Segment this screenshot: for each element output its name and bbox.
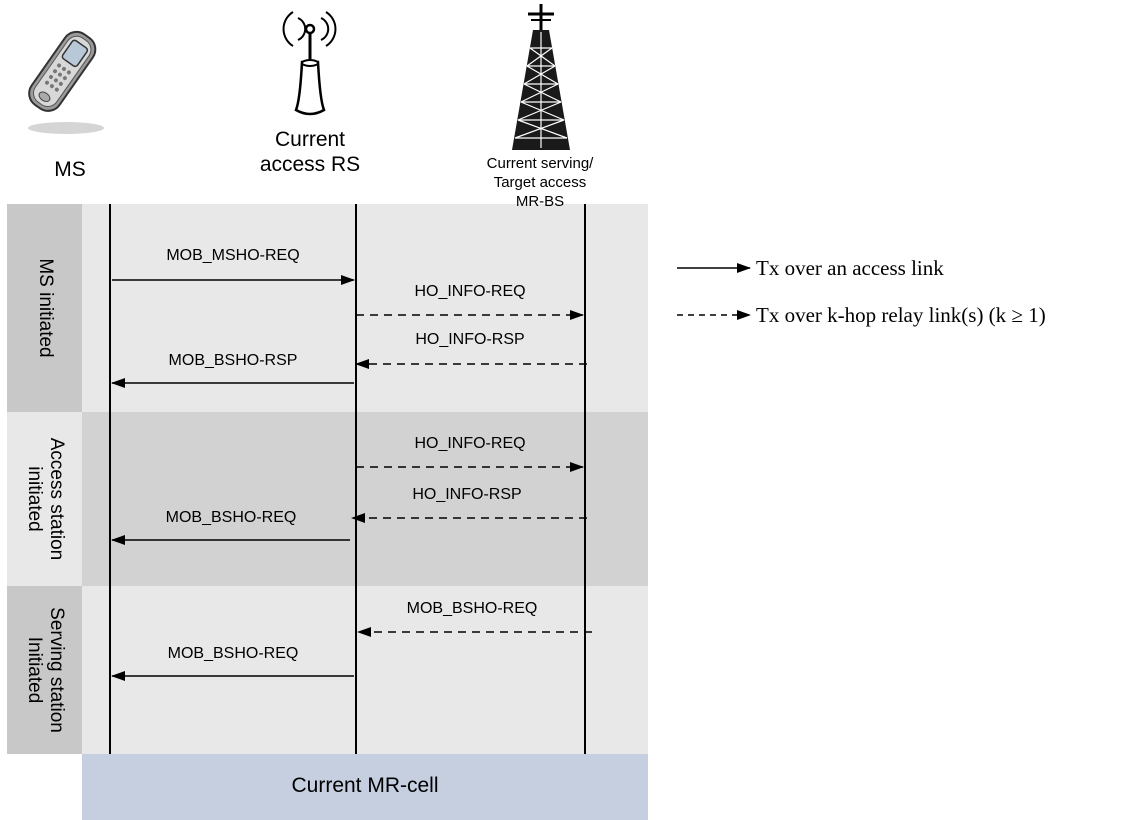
relay-antenna-icon xyxy=(282,11,337,116)
legend-solid-text: Tx over an access link xyxy=(756,256,944,280)
msg-label-mob-bsho-rsp: MOB_BSHO-RSP xyxy=(168,352,298,369)
phone-shadow xyxy=(28,122,104,134)
section-label-ms-initiated-text: MS initiated xyxy=(35,258,56,358)
mobile-phone-icon xyxy=(28,30,97,112)
bs-label-line1: Current serving/ xyxy=(486,155,594,172)
rs-label-line2: access RS xyxy=(259,152,361,176)
section-label-serving-initiated: Serving station Initiated xyxy=(21,586,67,754)
section-serving-initiated-label-bg xyxy=(7,586,82,754)
msg-label-mob-bsho-req-1: MOB_BSHO-REQ xyxy=(165,509,297,526)
bs-label: Current serving/ Target access MR-BS xyxy=(460,155,620,211)
msg-label-ho-info-req-2: HO_INFO-REQ xyxy=(414,435,526,452)
msg-label-ho-info-rsp-2: HO_INFO-RSP xyxy=(412,486,522,503)
rs-label: Current access RS xyxy=(240,128,380,178)
section-label-serving-line2: Initiated xyxy=(24,636,46,704)
rs-label-line1: Current xyxy=(274,128,346,151)
msg-label-mob-bsho-req-3: MOB_BSHO-REQ xyxy=(167,645,299,662)
msg-label-mob-msho-req: MOB_MSHO-REQ xyxy=(166,247,300,264)
section-serving-initiated-panel xyxy=(82,586,648,754)
ms-label: MS xyxy=(54,158,86,181)
msg-label-ho-info-rsp-1: HO_INFO-RSP xyxy=(415,331,525,348)
section-label-serving-line1: Serving station xyxy=(46,607,67,733)
legend-dashed-text: Tx over k-hop relay link(s) (k ≥ 1) xyxy=(756,303,1046,327)
section-access-initiated-panel xyxy=(82,412,648,586)
msg-label-mob-bsho-req-2: MOB_BSHO-REQ xyxy=(406,600,538,617)
section-label-access-line1: Access station xyxy=(46,437,67,561)
section-label-ms-initiated: MS initiated xyxy=(32,204,56,412)
section-ms-initiated-label-bg xyxy=(7,204,82,412)
section-ms-initiated-panel xyxy=(82,204,648,412)
bs-label-line3: MR-BS xyxy=(515,192,565,210)
section-access-initiated-label-bg xyxy=(7,412,82,586)
msg-label-ho-info-req-1: HO_INFO-REQ xyxy=(414,283,526,300)
bs-label-line2: Target access xyxy=(493,173,587,191)
current-mr-cell-bar xyxy=(82,754,648,820)
section-label-access-line2: initiated xyxy=(24,466,46,532)
current-mr-cell-label: Current MR-cell xyxy=(291,774,439,797)
base-station-tower-icon xyxy=(512,4,570,150)
section-label-access-initiated: Access station initiated xyxy=(21,412,67,586)
